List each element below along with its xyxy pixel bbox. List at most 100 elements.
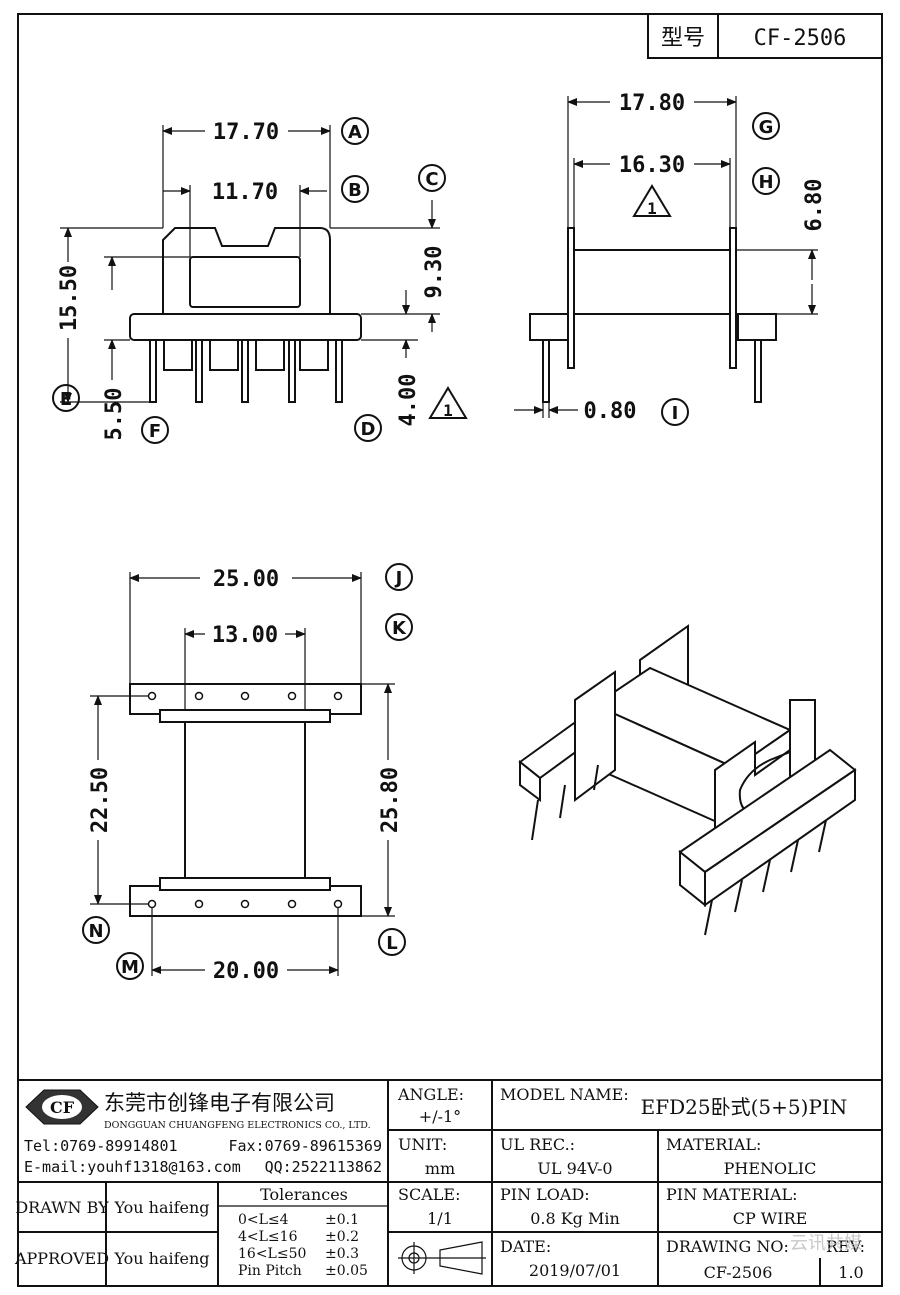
- pin-load-label: PIN LOAD:: [500, 1185, 590, 1204]
- dim-m: 20.00: [213, 959, 279, 984]
- svg-text:1: 1: [443, 401, 453, 420]
- svg-text:E: E: [60, 389, 72, 410]
- drawing-no-value: CF-2506: [704, 1263, 773, 1282]
- drawn-by-value: You haifeng: [113, 1198, 209, 1217]
- drawing-no-label: DRAWING NO:: [666, 1237, 789, 1256]
- callout-n: N: [82, 916, 110, 944]
- tolerance-value-3: ±0.05: [325, 1263, 368, 1279]
- svg-text:I: I: [672, 403, 679, 424]
- callout-d: D: [354, 414, 382, 442]
- dim-c: 9.30: [422, 246, 447, 299]
- company-logo: CF: [25, 1089, 99, 1125]
- fax: Fax:0769-89615369: [228, 1137, 382, 1155]
- tolerance-range-3: Pin Pitch: [238, 1263, 302, 1279]
- scale-value: 1/1: [427, 1209, 453, 1228]
- watermark: 云讯共媒: [790, 1233, 862, 1254]
- dim-f: 5.50: [102, 388, 127, 441]
- drawn-by-label: DRAWN BY: [15, 1198, 109, 1217]
- rev-label: REV:: [826, 1237, 865, 1256]
- callout-g: G: [752, 112, 780, 140]
- model-name-value: EFD25卧式(5+5)PIN: [641, 1095, 848, 1119]
- dim-b: 11.70: [212, 180, 278, 205]
- warning-triangle-side: 1: [632, 184, 672, 218]
- svg-text:H: H: [758, 172, 773, 193]
- callout-h: H: [752, 167, 780, 195]
- material-value: PHENOLIC: [724, 1159, 817, 1178]
- tolerance-value-0: ±0.1: [325, 1212, 359, 1228]
- svg-text:G: G: [759, 117, 774, 138]
- callout-j: J: [385, 563, 413, 591]
- tolerance-range-0: 0<L≤4: [238, 1212, 289, 1228]
- qq: QQ:2522113862: [265, 1158, 382, 1176]
- model-name-label: MODEL NAME:: [500, 1085, 629, 1104]
- header-part-number: CF-2506: [754, 26, 847, 51]
- material-label: MATERIAL:: [666, 1135, 761, 1154]
- ul-rec-value: UL 94V-0: [537, 1159, 612, 1178]
- title-block: CF 东莞市创锋电子有限公司 DONGGUAN CHUANGFENG ELECT…: [14, 1079, 883, 1287]
- svg-text:1: 1: [647, 199, 657, 218]
- svg-text:D: D: [361, 419, 376, 440]
- warning-triangle-front: 1: [428, 386, 468, 420]
- dim-l: 25.80: [378, 767, 403, 833]
- svg-text:K: K: [392, 618, 407, 639]
- isometric-view: [518, 624, 857, 936]
- tolerances-title: Tolerances: [260, 1185, 348, 1204]
- date-value: 2019/07/01: [529, 1261, 621, 1280]
- svg-text:L: L: [386, 933, 397, 954]
- pin-load-value: 0.8 Kg Min: [530, 1209, 620, 1228]
- dim-i: 0.80: [584, 399, 637, 424]
- scale-label: SCALE:: [398, 1185, 460, 1204]
- tolerance-range-2: 16<L≤50: [238, 1246, 306, 1262]
- angle-label: ANGLE:: [397, 1085, 464, 1104]
- callout-b: B: [341, 175, 369, 203]
- date-label: DATE:: [500, 1237, 551, 1256]
- unit-label: UNIT:: [398, 1135, 447, 1154]
- company-name-en: DONGGUAN CHUANGFENG ELECTRONICS CO., LTD…: [104, 1120, 371, 1131]
- callout-c: C: [418, 164, 446, 192]
- tel: Tel:0769-89914801: [24, 1137, 178, 1155]
- dim-k: 13.00: [212, 623, 278, 648]
- callouts: A B C D E F G H I J K L M N: [52, 112, 780, 980]
- approved-label: APPROVED: [14, 1249, 109, 1268]
- dim-e: 15.50: [57, 265, 82, 331]
- svg-text:C: C: [425, 169, 438, 190]
- model-label: 型号: [661, 26, 705, 51]
- front-view: 17.70 11.70 9.30 4.00 15.50 5.50: [57, 120, 447, 440]
- projection-symbol: [398, 1241, 486, 1275]
- svg-text:J: J: [394, 568, 403, 589]
- svg-text:N: N: [88, 921, 103, 942]
- tolerance-value-1: ±0.2: [325, 1229, 359, 1245]
- tolerance-value-2: ±0.3: [325, 1246, 359, 1262]
- callout-l: L: [378, 928, 406, 956]
- rev-value: 1.0: [838, 1263, 863, 1282]
- callout-k: K: [385, 613, 413, 641]
- approved-value: You haifeng: [113, 1249, 209, 1268]
- top-view: 25.00 13.00 25.80 22.50 20.00: [88, 567, 403, 984]
- callout-m: M: [116, 952, 144, 980]
- ul-rec-label: UL REC.:: [500, 1135, 575, 1154]
- callout-f: F: [141, 416, 169, 444]
- callout-i: I: [661, 398, 689, 426]
- dim-h2: 6.80: [802, 179, 827, 232]
- pin-material-value: CP WIRE: [733, 1209, 808, 1228]
- pin-material-label: PIN MATERIAL:: [666, 1185, 798, 1204]
- callout-a: A: [341, 117, 369, 145]
- company-name-cn: 东莞市创锋电子有限公司: [104, 1091, 335, 1115]
- dim-d: 4.00: [396, 374, 421, 427]
- svg-text:F: F: [149, 421, 161, 442]
- unit-value: mm: [425, 1159, 455, 1178]
- tolerance-range-1: 4<L≤16: [238, 1229, 298, 1245]
- callout-e: E: [52, 384, 80, 412]
- dim-a: 17.70: [213, 120, 279, 145]
- angle-value: +/-1°: [419, 1107, 461, 1126]
- svg-text:CF: CF: [50, 1098, 75, 1117]
- svg-text:B: B: [348, 180, 362, 201]
- svg-text:A: A: [348, 122, 362, 143]
- email: E-mail:youhf1318@163.com: [24, 1158, 241, 1176]
- side-view: 17.80 16.30 6.80 0.80: [514, 91, 827, 424]
- dim-n: 22.50: [88, 767, 113, 833]
- dim-j: 25.00: [213, 567, 279, 592]
- dim-g: 17.80: [619, 91, 685, 116]
- header-block: 型号 CF-2506: [647, 13, 883, 59]
